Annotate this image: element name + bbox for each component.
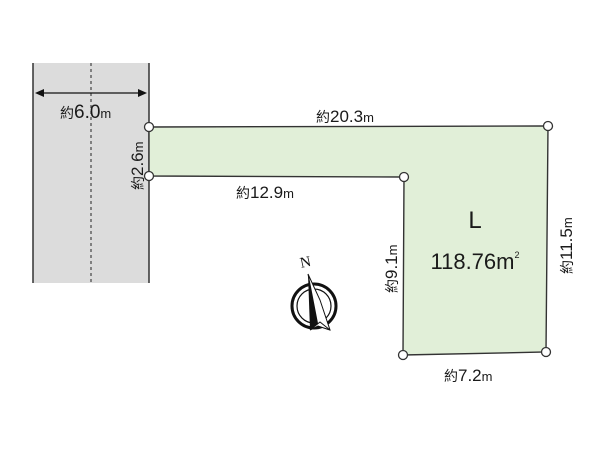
dimension-bottom: 約7.2m bbox=[444, 366, 492, 385]
road: 約6.0m bbox=[32, 63, 150, 283]
dimension-inner-vertical: 約9.1m bbox=[382, 245, 401, 293]
corner-marker-icon bbox=[398, 171, 410, 183]
dimension-left-short: 約2.6m bbox=[128, 142, 147, 190]
corner-marker-icon bbox=[143, 121, 155, 133]
lot-polygon bbox=[148, 125, 549, 356]
corner-marker-icon bbox=[540, 346, 552, 358]
arrowhead-right-icon bbox=[138, 89, 147, 97]
north-compass-icon: N bbox=[290, 254, 338, 331]
arrowhead-left-icon bbox=[35, 89, 44, 97]
corner-marker-icon bbox=[143, 170, 155, 182]
lot-area: 118.76m2 bbox=[431, 249, 520, 274]
dimension-inner-horizontal: 約12.9m bbox=[236, 183, 294, 202]
road-width-label: 約6.0m bbox=[60, 102, 111, 123]
lot-name: L bbox=[468, 207, 481, 234]
corner-markers bbox=[143, 120, 554, 361]
dimension-top: 約20.3m bbox=[316, 107, 374, 126]
corner-marker-icon bbox=[397, 349, 409, 361]
compass-north-label: N bbox=[299, 254, 313, 272]
corner-marker-icon bbox=[542, 120, 554, 132]
dimension-right: 約11.5m bbox=[557, 217, 576, 274]
